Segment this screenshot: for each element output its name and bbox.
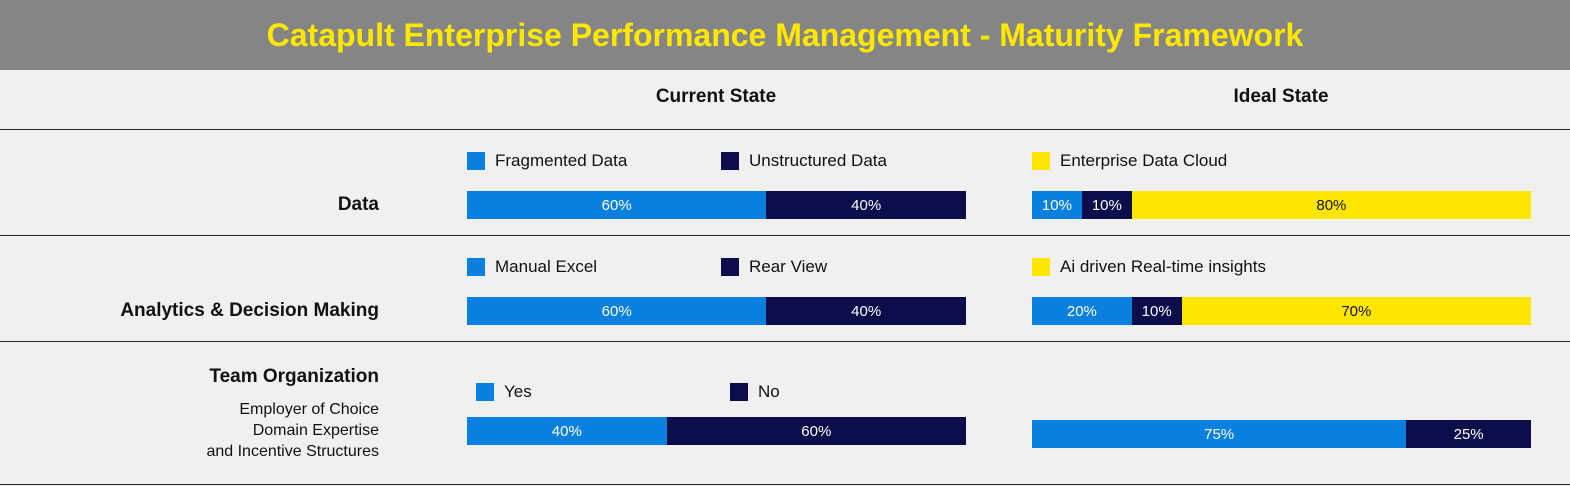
legend-label: Rear View — [749, 257, 828, 276]
bar-team-ideal: 75%25% — [1032, 420, 1531, 448]
divider — [0, 235, 1570, 236]
divider — [0, 484, 1570, 485]
bar-segment: 40% — [766, 297, 966, 325]
bar-segment: 40% — [766, 191, 966, 219]
bar-segment: 20% — [1032, 297, 1132, 325]
bar-segment: 60% — [666, 417, 966, 445]
legend-swatch — [467, 152, 485, 170]
legend-unstructured-data: Unstructured Data — [721, 151, 887, 171]
bar-segment: 60% — [467, 191, 767, 219]
legend-yes: Yes — [476, 382, 532, 402]
bar-segment: 10% — [1032, 191, 1082, 219]
legend-label: Ai driven Real-time insights — [1060, 257, 1266, 276]
legend-manual-excel: Manual Excel — [467, 257, 597, 277]
column-header-current: Current State — [655, 86, 777, 107]
bar-segment: 80% — [1131, 191, 1531, 219]
legend-no: No — [730, 382, 780, 402]
legend-ai-insights: Ai driven Real-time insights — [1032, 257, 1266, 277]
row-label-analytics: Analytics & Decision Making — [120, 300, 379, 321]
row-sub-team: Employer of Choice Domain Expertise and … — [206, 399, 379, 462]
bar-segment: 25% — [1406, 420, 1531, 448]
legend-fragmented-data: Fragmented Data — [467, 151, 627, 171]
bar-data-current: 60%40% — [467, 191, 966, 219]
bar-segment: 60% — [467, 297, 767, 325]
row-label-team: Team Organization — [209, 366, 379, 387]
row-label-data: Data — [337, 194, 379, 215]
bar-segment: 70% — [1181, 297, 1531, 325]
legend-swatch — [1032, 152, 1050, 170]
column-header-ideal: Ideal State — [1233, 86, 1329, 107]
row-sub-line: Domain Expertise — [252, 422, 379, 439]
divider — [0, 129, 1570, 130]
legend-label: Enterprise Data Cloud — [1060, 151, 1228, 170]
title-bar: Catapult Enterprise Performance Manageme… — [0, 0, 1570, 70]
bar-analytics-current: 60%40% — [467, 297, 966, 325]
divider — [0, 341, 1570, 342]
page-title: Catapult Enterprise Performance Manageme… — [266, 16, 1304, 53]
legend-label: Unstructured Data — [749, 151, 887, 170]
legend-swatch — [1032, 258, 1050, 276]
bar-team-current: 40%60% — [467, 417, 966, 445]
legend-swatch — [730, 383, 748, 401]
legend-label: Manual Excel — [495, 257, 598, 276]
bar-analytics-ideal: 20%10%70% — [1032, 297, 1531, 325]
legend-label: Yes — [504, 382, 532, 401]
legend-label: Fragmented Data — [495, 151, 628, 170]
legend-swatch — [467, 258, 485, 276]
legend-swatch — [721, 258, 739, 276]
row-sub-line: Employer of Choice — [239, 401, 379, 418]
legend-label: No — [758, 382, 780, 401]
bar-segment: 10% — [1131, 297, 1182, 325]
bar-segment: 10% — [1081, 191, 1132, 219]
legend-enterprise-data-cloud: Enterprise Data Cloud — [1032, 151, 1227, 171]
legend-swatch — [476, 383, 494, 401]
row-sub-line: and Incentive Structures — [206, 443, 379, 460]
bar-data-ideal: 10%10%80% — [1032, 191, 1531, 219]
bar-segment: 40% — [467, 417, 667, 445]
legend-swatch — [721, 152, 739, 170]
legend-rear-view: Rear View — [721, 257, 827, 277]
bar-segment: 75% — [1032, 420, 1407, 448]
